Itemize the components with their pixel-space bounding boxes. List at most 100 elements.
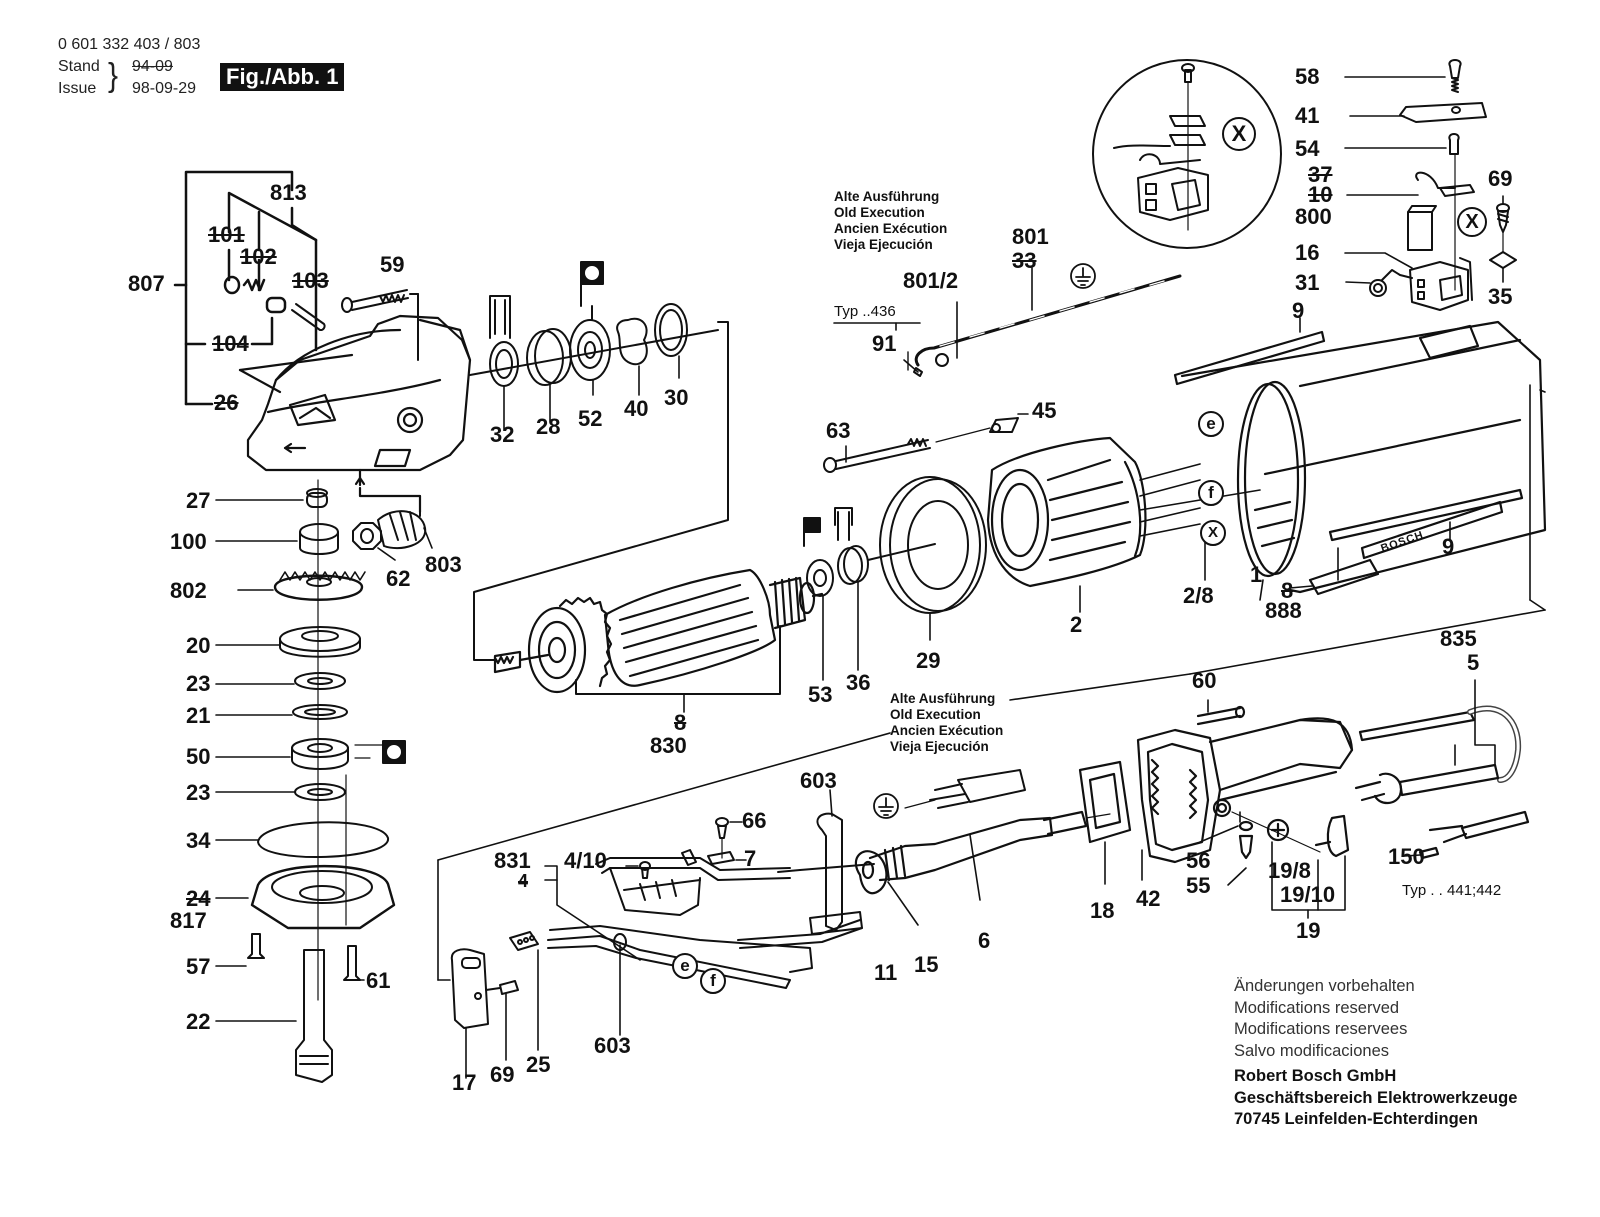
left-column-parts-drawing xyxy=(247,479,427,1083)
part-label: 41 xyxy=(1295,103,1320,128)
part-label: 11 xyxy=(874,960,898,985)
screw-59-drawing xyxy=(341,289,419,361)
part-label: 23 xyxy=(186,671,211,696)
part-label: 803 xyxy=(425,552,462,577)
f-symbol-switch: f xyxy=(700,968,726,994)
switch-wiring-drawing xyxy=(450,789,875,1079)
part-label: 32 xyxy=(490,422,515,447)
part-label: 15 xyxy=(914,952,939,977)
part-label: 22 xyxy=(186,1009,211,1034)
leaders-left-column xyxy=(215,499,433,1022)
part-label: 2/8 xyxy=(1183,583,1214,608)
part-label: 23 xyxy=(186,780,211,805)
part-label: 17 xyxy=(452,1070,477,1095)
lock-parts-101-104 xyxy=(223,275,326,332)
part-label: 9 xyxy=(1292,298,1305,323)
part-label: 56 xyxy=(1186,848,1211,873)
ground-wire-801-drawing xyxy=(833,267,1182,377)
company-name: Robert Bosch GmbH xyxy=(1234,1067,1397,1085)
part-label: 603 xyxy=(800,768,837,793)
part-label-obsolete: 104 xyxy=(212,331,249,356)
rear-bearings-drawing xyxy=(803,476,987,681)
figure-label: Fig./Abb. 1 xyxy=(220,63,345,91)
earth-ground-symbols xyxy=(873,263,1096,819)
modifications-line-de: Änderungen vorbehalten xyxy=(1234,977,1415,995)
part-label-obsolete: 4 xyxy=(518,871,529,891)
part-label: 19/10 xyxy=(1280,882,1336,907)
motor-housing-drawing xyxy=(1173,317,1547,675)
modifications-line-es: Salvo modificaciones xyxy=(1234,1041,1389,1060)
part-label: 18 xyxy=(1090,898,1115,923)
modifications-line-fr: Modifications reservees xyxy=(1234,1020,1408,1038)
part-label: 60 xyxy=(1192,668,1217,693)
part-label: 58 xyxy=(1295,64,1320,89)
part-label: 802 xyxy=(170,578,207,603)
brush-holder-parts-drawing xyxy=(1344,59,1517,311)
armature-drawing xyxy=(493,568,824,713)
e-symbol-switch: e xyxy=(672,953,698,979)
part-label: 63 xyxy=(826,418,851,443)
part-label: 91 xyxy=(872,331,897,356)
part-label: 801 xyxy=(1012,224,1049,249)
part-label: 25 xyxy=(526,1052,551,1077)
part-label: 55 xyxy=(1186,873,1211,898)
part-label: 54 xyxy=(1295,136,1320,161)
brace-symbol: } xyxy=(108,57,119,94)
note-line-fr: Ancien Exécution xyxy=(890,723,1004,738)
x-symbol-brush: X xyxy=(1457,207,1487,237)
note-line-de: Alte Ausführung xyxy=(890,691,996,706)
stand-date-old: 94-09 xyxy=(132,58,173,75)
part-label: 35 xyxy=(1488,284,1513,309)
part-label: 52 xyxy=(578,406,603,431)
part-label: 817 xyxy=(170,908,207,933)
bearing-stack-top-drawing xyxy=(469,261,729,661)
e-symbol-stator: e xyxy=(1198,411,1224,437)
part-label: 31 xyxy=(1295,270,1320,295)
part-label: 6 xyxy=(978,928,991,953)
part-label-obsolete: 101 xyxy=(208,222,245,247)
part-label: 19 xyxy=(1296,918,1321,943)
x-symbol-inset: X xyxy=(1222,117,1256,151)
part-label: 4/10 xyxy=(564,848,607,873)
part-label: 28 xyxy=(536,414,561,439)
part-label-obsolete: 8 xyxy=(674,710,687,735)
part-label: 807 xyxy=(128,271,165,296)
part-label: 16 xyxy=(1295,240,1320,265)
part-label: 40 xyxy=(624,396,649,421)
x-symbol-stator: X xyxy=(1200,520,1226,546)
part-label: 813 xyxy=(270,180,307,205)
part-label: 19/8 xyxy=(1268,858,1311,883)
part-label: 69 xyxy=(490,1062,515,1087)
part-label-obsolete: 102 xyxy=(240,244,277,269)
part-label: 50 xyxy=(186,744,211,769)
part-label: 100 xyxy=(170,529,207,554)
part-label: 61 xyxy=(366,968,391,993)
note-line-de: Alte Ausführung xyxy=(834,189,940,204)
part-label: 69 xyxy=(1488,166,1513,191)
type-note-441-442: Typ . . 441;442 xyxy=(1402,882,1502,899)
old-connector-drawing xyxy=(904,769,1026,809)
issue-label: Issue xyxy=(58,80,97,97)
part-label: 150 xyxy=(1388,844,1425,869)
part-label: 830 xyxy=(650,733,687,758)
old-execution-note-top: Alte Ausführung Old Execution Ancien Exé… xyxy=(834,189,947,253)
part-label: 9 xyxy=(1442,534,1455,559)
part-label: 66 xyxy=(742,808,767,833)
note-line-en: Old Execution xyxy=(890,707,981,722)
part-label: 53 xyxy=(808,682,833,707)
part-number: 0 601 332 403 / 803 xyxy=(58,36,201,53)
issue-date: 98-09-29 xyxy=(132,80,197,97)
note-line-en: Old Execution xyxy=(834,205,925,220)
part-label: 42 xyxy=(1136,886,1161,911)
inset-detail-circle xyxy=(1092,59,1282,249)
old-execution-note-bottom: Alte Ausführung Old Execution Ancien Exé… xyxy=(890,691,1003,755)
part-label-obsolete: 26 xyxy=(214,390,239,415)
part-label: 20 xyxy=(186,633,211,658)
part-label: 29 xyxy=(916,648,941,673)
part-label-obsolete: 103 xyxy=(292,268,329,293)
part-label: 36 xyxy=(846,670,871,695)
leaders-top-bearings xyxy=(503,355,680,431)
footer-notice: Änderungen vorbehalten Modifications res… xyxy=(1234,976,1517,1131)
